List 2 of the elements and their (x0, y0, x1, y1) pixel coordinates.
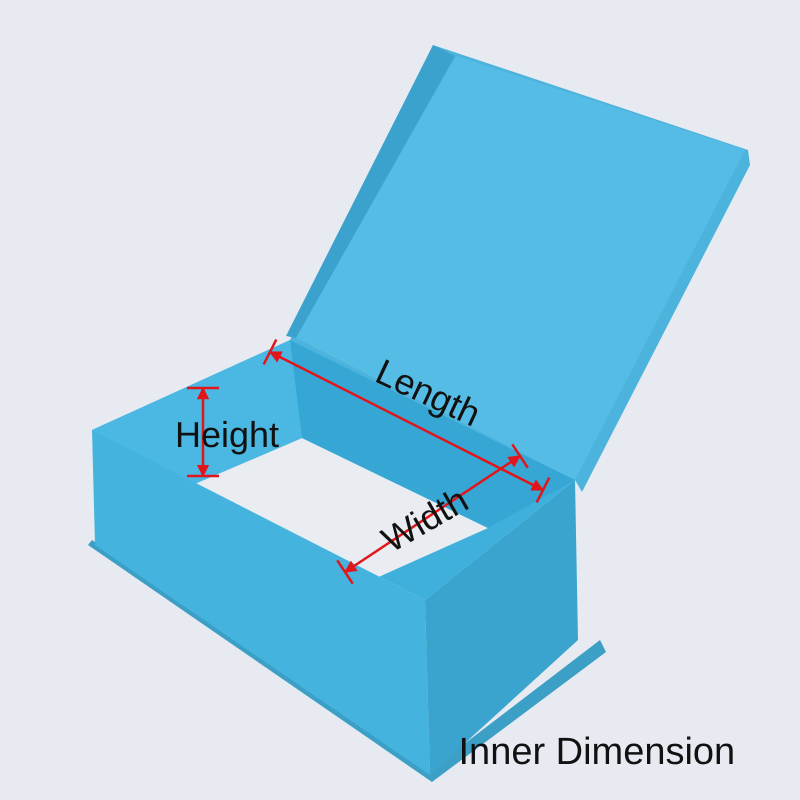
caption-text: Inner Dimension (458, 733, 736, 771)
dimension-label: Width (376, 481, 474, 559)
